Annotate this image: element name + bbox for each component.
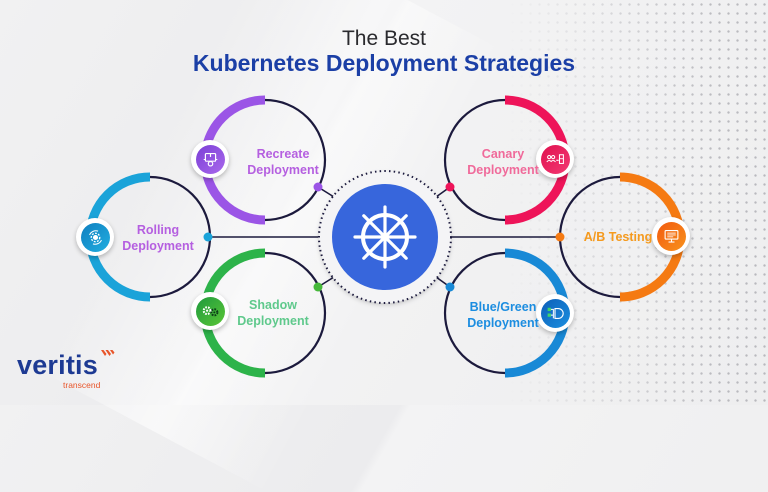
- label-ab-testing: A/B Testing: [563, 229, 673, 245]
- kubernetes-helm-wheel-icon: [353, 205, 417, 269]
- label-bluegreen-line1: Blue/Green: [469, 300, 537, 314]
- label-canary-line1: Canary: [481, 147, 525, 161]
- label-bluegreen-line2: Deployment: [467, 316, 539, 330]
- people-transfer-icon: [545, 153, 564, 164]
- shadow-icon-badge: [191, 292, 229, 330]
- network-switch-icon: [547, 307, 564, 319]
- double-gear-icon: [202, 305, 218, 316]
- box-gear-icon: [203, 152, 217, 167]
- label-rolling-line1: Rolling: [136, 223, 180, 237]
- title-subheading: The Best: [341, 27, 427, 50]
- label-canary: Canary Deployment: [448, 146, 558, 178]
- logo-chevron-mark-icon: [101, 350, 115, 356]
- label-shadow: Shadow Deployment: [218, 297, 328, 329]
- rolling-icon-badge: [76, 218, 114, 256]
- logo-tagline: transcend: [63, 380, 101, 390]
- bluegreen-icon-badge: [536, 294, 574, 332]
- page-title: Kubernetes Deployment Strategies: [192, 50, 576, 76]
- rotating-gear-icon: [88, 229, 102, 245]
- veritis-logo: veritis transcend: [17, 350, 115, 390]
- label-bluegreen: Blue/Green Deployment: [448, 299, 558, 331]
- logo-wordmark: veritis: [17, 350, 98, 380]
- ab-testing-icon-badge: [652, 217, 690, 255]
- monitor-list-icon: [664, 229, 678, 243]
- label-shadow-line2: Deployment: [237, 314, 309, 328]
- label-canary-line2: Deployment: [467, 163, 539, 177]
- label-rolling: Rolling Deployment: [103, 222, 213, 254]
- label-recreate-line2: Deployment: [247, 163, 319, 177]
- label-recreate: Recreate Deployment: [228, 146, 338, 178]
- canary-icon-badge: [536, 140, 574, 178]
- label-ab-line1: A/B Testing: [583, 230, 653, 244]
- label-rolling-line2: Deployment: [122, 239, 194, 253]
- label-shadow-line1: Shadow: [249, 298, 297, 312]
- strategy-diagram: [85, 95, 685, 378]
- label-recreate-line1: Recreate: [256, 147, 310, 161]
- center-hub: [318, 170, 452, 304]
- recreate-icon-badge: [191, 140, 229, 178]
